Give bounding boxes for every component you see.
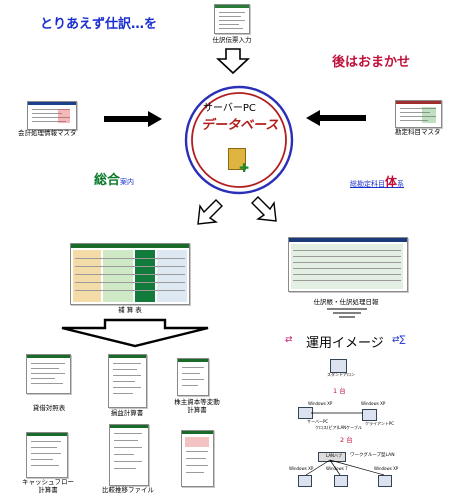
workgroup-lan-label: ワークグループ型LAN: [350, 453, 395, 458]
report-thumb-1: [108, 354, 147, 408]
lan-lines: [305, 459, 385, 476]
report-thumb-2: [177, 358, 209, 396]
journal-entry-screenshot: [214, 4, 250, 34]
arrow-down-from-entry: [215, 48, 251, 75]
report-thumb-5: [181, 430, 214, 487]
lan-pc-icon-2: [334, 475, 348, 487]
database-circle: [184, 85, 294, 195]
journal-entry-caption: 仕訳伝票入力: [212, 36, 252, 44]
cable-label: クロス(ピア)LANケーブル: [315, 425, 362, 430]
pc-e-label: Windows XP: [374, 466, 399, 471]
server-label: サーバーPC: [307, 419, 329, 424]
pc-c-label: Windows XP: [289, 466, 314, 471]
account-system-small2: 系: [397, 180, 405, 188]
pc-d-label: Windows 7: [326, 466, 348, 471]
headline-left: とりあえず仕訳…を: [40, 17, 158, 32]
report-label-4: 比較推移ファイル: [102, 486, 154, 494]
journal-book-caption: 仕訳帳・仕訳処理日報: [313, 298, 379, 306]
arrow-left-from-master: [306, 110, 366, 126]
ops-left-marks: ⇄: [285, 335, 293, 345]
lan-pc-icon-1: [298, 475, 312, 487]
client-label: クライアントPC: [365, 421, 395, 426]
headline-right: 後はおまかせ: [332, 55, 411, 70]
count-1-label: 1 台: [333, 387, 346, 395]
plus-icon: ✚: [239, 161, 250, 175]
pc-b-label: Windows XP: [361, 401, 386, 406]
account-title-master-screenshot: [395, 100, 442, 128]
client-pc-icon: [362, 409, 377, 421]
cross-cable-line: [311, 412, 363, 414]
underline-decoration: [327, 308, 367, 318]
ops-title: 運用イメージ: [306, 336, 384, 351]
account-system-link[interactable]: 総勘定科目体系: [350, 171, 404, 190]
report-thumb-0: [26, 354, 71, 394]
report-label-0: 貸借対照表: [32, 404, 66, 412]
account-system-big: 体: [385, 175, 398, 189]
lan-hub-icon: [318, 452, 346, 462]
server-pc-label: サーバーPC: [203, 103, 256, 114]
report-label-1: 損益計算書: [110, 409, 144, 417]
database-document-icon: [228, 148, 246, 170]
arrow-right-from-master: [104, 111, 162, 127]
count-2-label: 2 台: [340, 436, 353, 444]
account-system-small1: 総勘定科目: [350, 180, 385, 188]
standalone-label: スタンドアロン: [327, 372, 355, 377]
ops-right-marks: ⇄∑: [392, 335, 406, 345]
report-thumb-4: [109, 424, 149, 486]
journal-book-screenshot: [288, 237, 408, 292]
pc-a-label: Windows XP: [308, 401, 333, 406]
accounting-master-caption: 会計処理情報マスタ: [18, 129, 77, 137]
database-label: データベース: [201, 118, 279, 133]
general-guide-link[interactable]: 総合案内: [94, 169, 134, 188]
account-title-master-caption: 勘定科目マスタ: [395, 128, 441, 136]
report-label-3: キャッシュフロー 計算書: [22, 478, 74, 495]
lan-pc-icon-3: [378, 475, 392, 487]
arrow-down-to-reports: [61, 318, 209, 348]
report-thumb-3: [26, 432, 68, 478]
trial-balance-caption: 補 算 表: [118, 306, 142, 314]
general-guide-small: 案内: [120, 178, 135, 186]
arrow-down-left: [197, 199, 223, 225]
trial-balance-screenshot: [70, 243, 190, 305]
hub-label: LANハブ: [326, 453, 343, 458]
accounting-master-screenshot: [27, 101, 77, 130]
report-label-2: 株主資本等変動 計算書: [174, 398, 220, 415]
standalone-pc-icon: [330, 359, 347, 373]
arrow-down-right: [251, 196, 277, 222]
general-guide-big: 総合: [94, 173, 121, 188]
